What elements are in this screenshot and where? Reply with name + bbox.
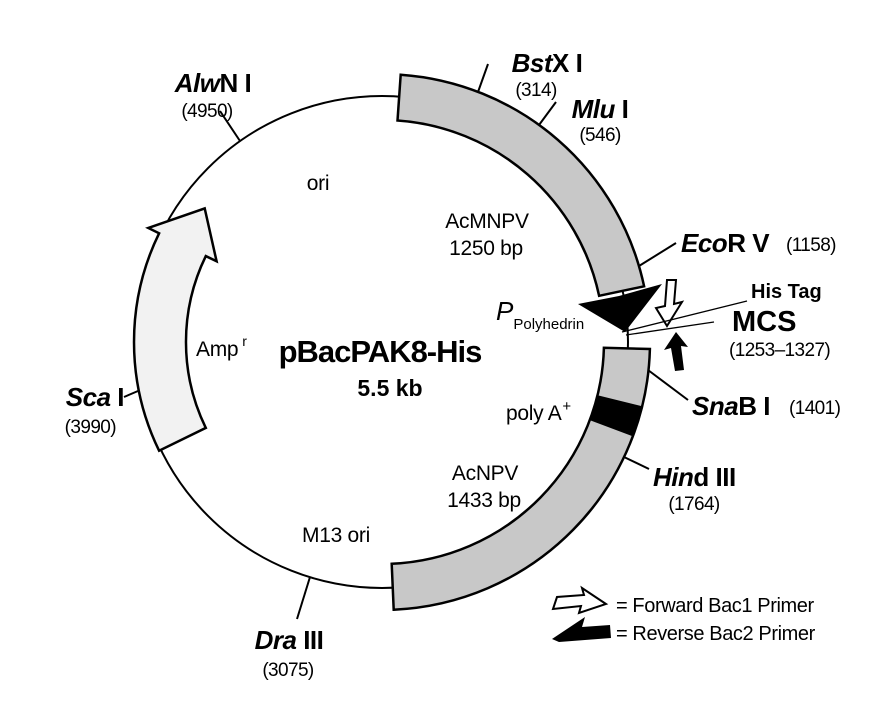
site-label-hind3: Hind III (1764) bbox=[653, 462, 736, 515]
tick-dra3 bbox=[296, 576, 311, 620]
tick-hind3 bbox=[623, 456, 650, 470]
legend-forward-label: = Forward Bac1 Primer bbox=[616, 595, 815, 617]
mcs-range-label: (1253–1327) bbox=[729, 340, 830, 361]
acnpv-label: AcNPV 1433 bp bbox=[447, 462, 521, 512]
svg-text:BstX I: BstX I bbox=[512, 48, 583, 78]
svg-text:AcNPV: AcNPV bbox=[452, 462, 518, 485]
legend-forward-arrow-icon bbox=[551, 585, 609, 615]
svg-text:(1764): (1764) bbox=[668, 494, 720, 515]
acmnpv-label: AcMNPV 1250 bp bbox=[445, 210, 529, 260]
svg-text:Dra III: Dra III bbox=[255, 625, 324, 655]
reverse-bac2-primer-arrow-icon bbox=[664, 332, 688, 371]
svg-text:(3990): (3990) bbox=[65, 417, 117, 438]
site-label-bstx1: BstX I (314) bbox=[512, 48, 583, 101]
svg-text:AlwN I: AlwN I bbox=[174, 68, 251, 98]
tick-ecorv bbox=[638, 242, 677, 267]
svg-text:SnaB I: SnaB I bbox=[692, 391, 770, 421]
svg-text:Hind III: Hind III bbox=[653, 462, 736, 492]
tick-bstx1 bbox=[477, 63, 489, 93]
svg-text:1250 bp: 1250 bp bbox=[449, 237, 523, 260]
svg-text:1433 bp: 1433 bp bbox=[447, 489, 521, 512]
site-label-dra3: Dra III (3075) bbox=[255, 625, 324, 681]
polyhedrin-promoter-arrowhead-icon bbox=[578, 284, 662, 332]
acmnpv-arc bbox=[396, 73, 646, 298]
legend-reverse-arrow-icon bbox=[552, 617, 611, 642]
site-label-ecorv: EcoR V (1158) bbox=[681, 228, 837, 258]
m13-ori-label: M13 ori bbox=[302, 524, 370, 547]
his-tag-pointer-line bbox=[621, 300, 748, 333]
svg-text:(3075): (3075) bbox=[262, 660, 314, 681]
amp-gene-arrow bbox=[132, 206, 219, 453]
tick-snab1 bbox=[647, 369, 689, 401]
site-label-snab1: SnaB I (1401) bbox=[692, 391, 841, 421]
plasmid-size: 5.5 kb bbox=[357, 375, 422, 401]
site-label-alwn1: AlwN I (4950) bbox=[174, 68, 252, 122]
polya-band bbox=[589, 395, 643, 437]
svg-text:AcMNPV: AcMNPV bbox=[445, 210, 529, 233]
svg-text:(1158): (1158) bbox=[786, 235, 836, 256]
forward-bac1-primer-arrow-icon bbox=[654, 279, 685, 328]
site-label-mlu1: Mlu I (546) bbox=[572, 94, 629, 146]
tick-alwn1 bbox=[219, 110, 241, 142]
polyhedrin-promoter-label: PPolyhedrin bbox=[496, 296, 584, 333]
legend: = Forward Bac1 Primer = Reverse Bac2 Pri… bbox=[551, 585, 816, 645]
polya-label: poly A+ bbox=[506, 398, 571, 425]
svg-text:EcoR V: EcoR V bbox=[681, 228, 770, 258]
svg-text:Mlu I: Mlu I bbox=[572, 94, 629, 124]
his-tag-label: His Tag bbox=[751, 281, 822, 303]
svg-text:(1401): (1401) bbox=[789, 398, 841, 419]
svg-text:(546): (546) bbox=[579, 125, 621, 146]
legend-reverse-label: = Reverse Bac2 Primer bbox=[616, 623, 816, 645]
tick-mlu1 bbox=[538, 101, 557, 126]
mcs-label: MCS bbox=[732, 306, 796, 338]
mcs-pointer-line bbox=[625, 321, 715, 336]
svg-text:Sca I: Sca I bbox=[66, 382, 124, 412]
acnpv-arc bbox=[390, 346, 652, 612]
plasmid-name: pBacPAK8-His bbox=[279, 334, 482, 369]
tick-sca1 bbox=[123, 390, 139, 398]
ori-label: ori bbox=[307, 172, 329, 195]
svg-text:(314): (314) bbox=[515, 80, 557, 101]
svg-text:(4950): (4950) bbox=[181, 101, 233, 122]
site-label-sca1: Sca I (3990) bbox=[65, 382, 125, 438]
